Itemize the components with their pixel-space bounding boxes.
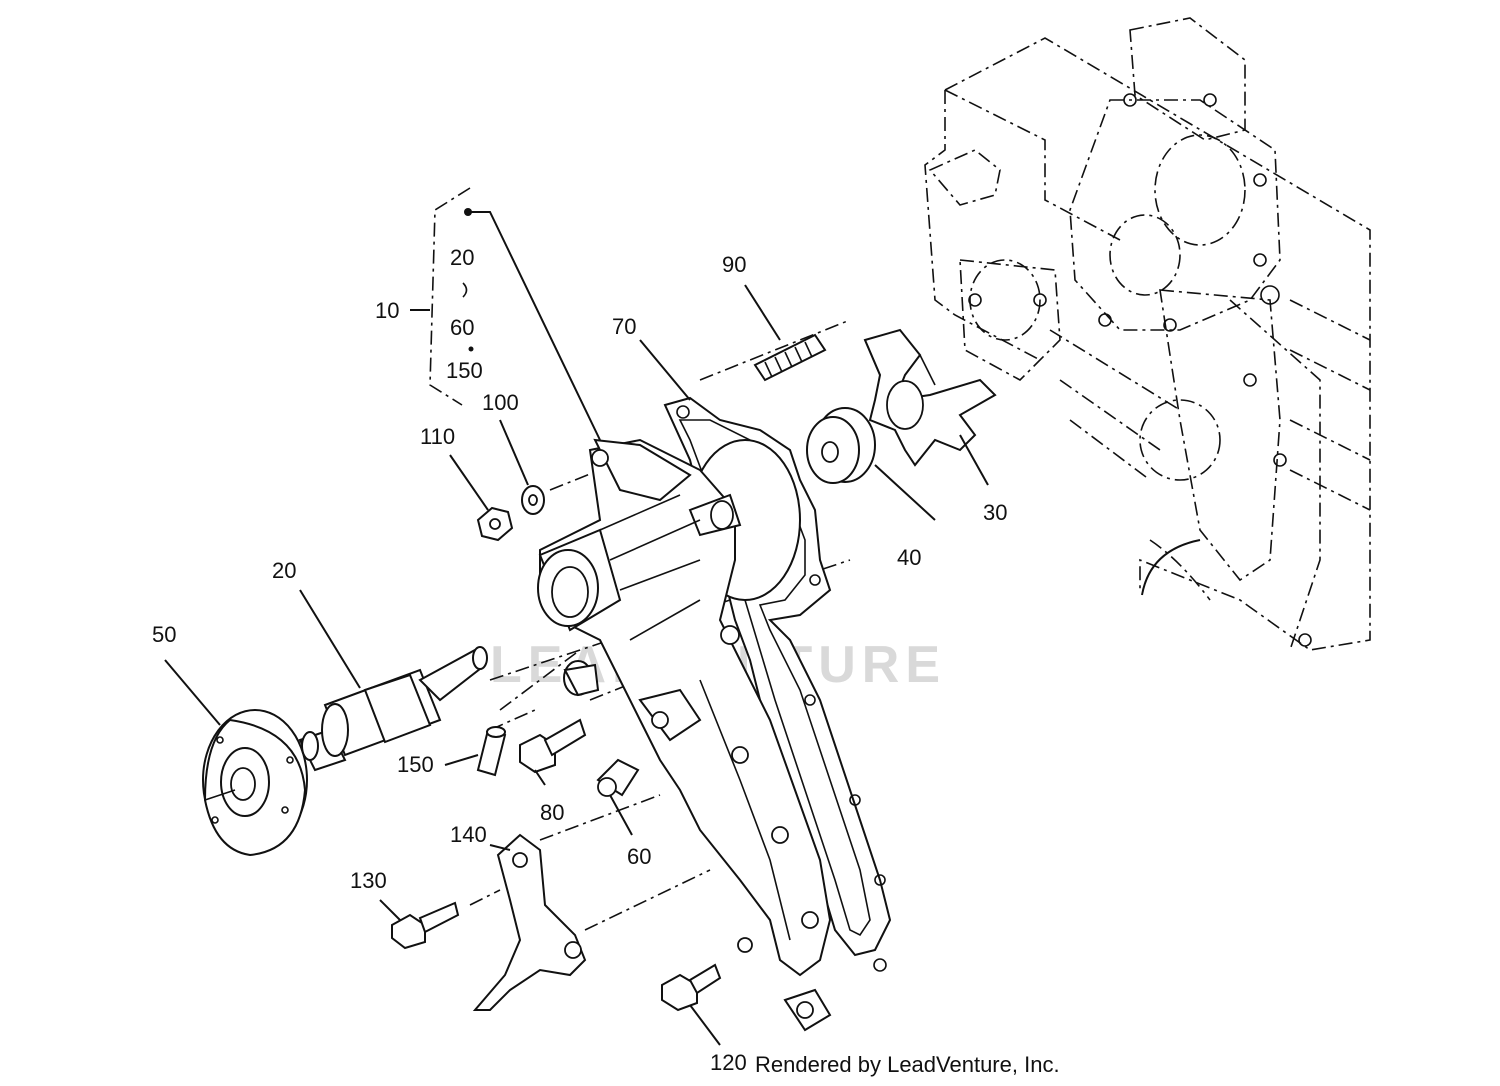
callout-80: 80 (540, 800, 564, 825)
callout-130: 130 (350, 868, 387, 893)
kit-bracket (410, 187, 601, 441)
pump-body (537, 438, 832, 1032)
dowel-pin (476, 726, 507, 777)
callout-100: 100 (482, 390, 519, 415)
seal (806, 407, 876, 484)
bolt-120 (661, 963, 722, 1012)
callout-40: 40 (897, 545, 921, 570)
callout-120: 120 (710, 1050, 747, 1075)
callout-150-kit: 150 (446, 358, 483, 383)
callout-70: 70 (612, 314, 636, 339)
callout-60: 60 (627, 844, 651, 869)
callout-140: 140 (450, 822, 487, 847)
callouts: 10 20 60 150 20 30 40 50 60 70 80 90 100… (152, 245, 1007, 1075)
nut (476, 506, 514, 542)
callout-50: 50 (152, 622, 176, 647)
bushing (563, 660, 600, 697)
washer (521, 485, 545, 515)
callout-20: 20 (272, 558, 296, 583)
leader-lines (164, 284, 989, 1046)
plug (596, 758, 640, 797)
bracket (472, 833, 587, 1011)
callout-10: 10 (375, 298, 399, 323)
engine-block (924, 17, 1371, 651)
shaft-bearing (298, 646, 488, 772)
callout-20-kit: 20 (450, 245, 474, 270)
pulley-flange (202, 709, 308, 857)
render-credit: Rendered by LeadVenture, Inc. (755, 1052, 1060, 1077)
stud (753, 333, 827, 382)
bolt-80 (519, 718, 587, 774)
callout-90: 90 (722, 252, 746, 277)
callout-110: 110 (420, 424, 455, 449)
callout-150: 150 (397, 752, 434, 777)
bolt-130 (391, 901, 460, 950)
callout-60-kit: 60 (450, 315, 474, 340)
impeller (863, 328, 997, 467)
callout-30: 30 (983, 500, 1007, 525)
